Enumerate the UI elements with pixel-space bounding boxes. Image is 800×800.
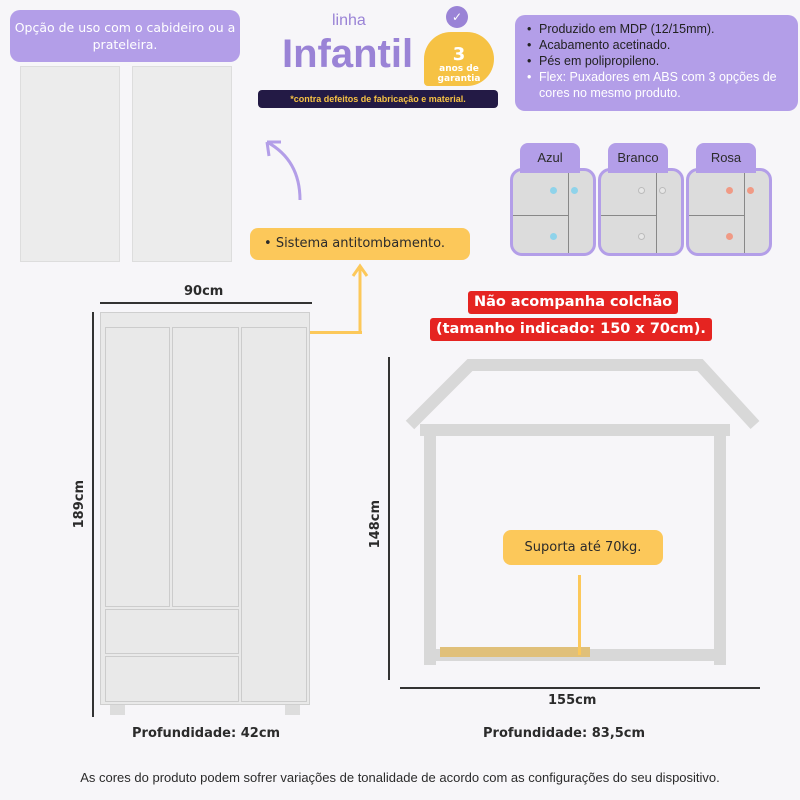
bed-depth: Profundidade: 83,5cm xyxy=(483,726,646,741)
color-option-azul: Azul xyxy=(510,143,596,256)
spec-item: Acabamento acetinado. xyxy=(525,37,788,53)
color-option-branco: Branco xyxy=(598,143,684,256)
logo-line: linha xyxy=(332,12,366,29)
spec-item: Pés em polipropileno. xyxy=(525,53,788,69)
arrow-icon xyxy=(351,263,369,332)
spec-list: Produzido em MDP (12/15mm). Acabamento a… xyxy=(515,15,798,111)
usage-note: Opção de uso com o cabideiro ou a pratel… xyxy=(10,10,240,62)
bed-height: 148cm xyxy=(368,500,383,549)
color-label: Azul xyxy=(520,143,580,173)
color-label: Branco xyxy=(608,143,668,173)
spec-item: Produzido em MDP (12/15mm). xyxy=(525,21,788,37)
color-label: Rosa xyxy=(696,143,756,173)
wardrobe-drawing xyxy=(100,312,310,705)
color-disclaimer: As cores do produto podem sofrer variaçõ… xyxy=(80,770,720,785)
shield-icon: ✓ xyxy=(446,6,468,28)
mattress-size: (tamanho indicado: 150 x 70cm). xyxy=(430,318,712,341)
mattress-notice: Não acompanha colchão xyxy=(468,291,679,314)
wardrobe-width: 90cm xyxy=(184,284,224,299)
bed-width: 155cm xyxy=(548,693,597,708)
feature-text: Sistema antitombamento. xyxy=(275,236,446,251)
capacity-badge: Suporta até 70kg. xyxy=(503,530,663,565)
spec-item: Flex: Puxadores em ABS com 3 opções de c… xyxy=(525,69,788,101)
wardrobe-depth: Profundidade: 42cm xyxy=(132,726,281,741)
logo-brand: Infantil xyxy=(282,32,414,76)
wardrobe-hanger-photo xyxy=(20,66,120,262)
wardrobe-height: 189cm xyxy=(72,480,87,529)
arrow-icon xyxy=(265,140,302,201)
seal-text: anos de garantia xyxy=(437,64,481,84)
bed-drawing xyxy=(405,359,760,665)
color-option-rosa: Rosa xyxy=(686,143,772,256)
wardrobe-shelf-photo xyxy=(132,66,232,262)
warranty-disclaimer: *contra defeitos de fabricação e materia… xyxy=(258,90,498,108)
seal-number: 3 xyxy=(452,44,466,65)
feature-badge: • Sistema antitombamento. xyxy=(250,228,470,260)
